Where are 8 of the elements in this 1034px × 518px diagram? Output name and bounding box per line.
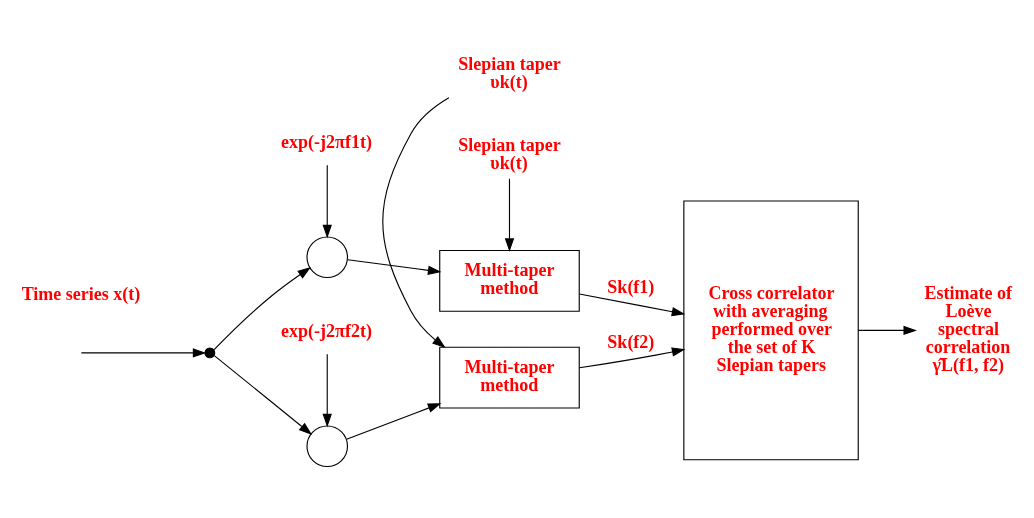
node-text: Slepian taper υk(t) [458,134,561,173]
edge-label: Sk(f2) [607,331,655,352]
node-text: Slepian taper υk(t) [458,53,561,92]
node-text: Estimate of Loève spectral correlation γ̂L(f1, f2) [924,282,1013,375]
label: Time series x(t) [21,283,141,304]
node-text: exp(-j2πf2t) [281,320,372,341]
edge-label: Sk(f1) [607,276,655,297]
node-text: exp(-j2πf1t) [281,131,372,152]
